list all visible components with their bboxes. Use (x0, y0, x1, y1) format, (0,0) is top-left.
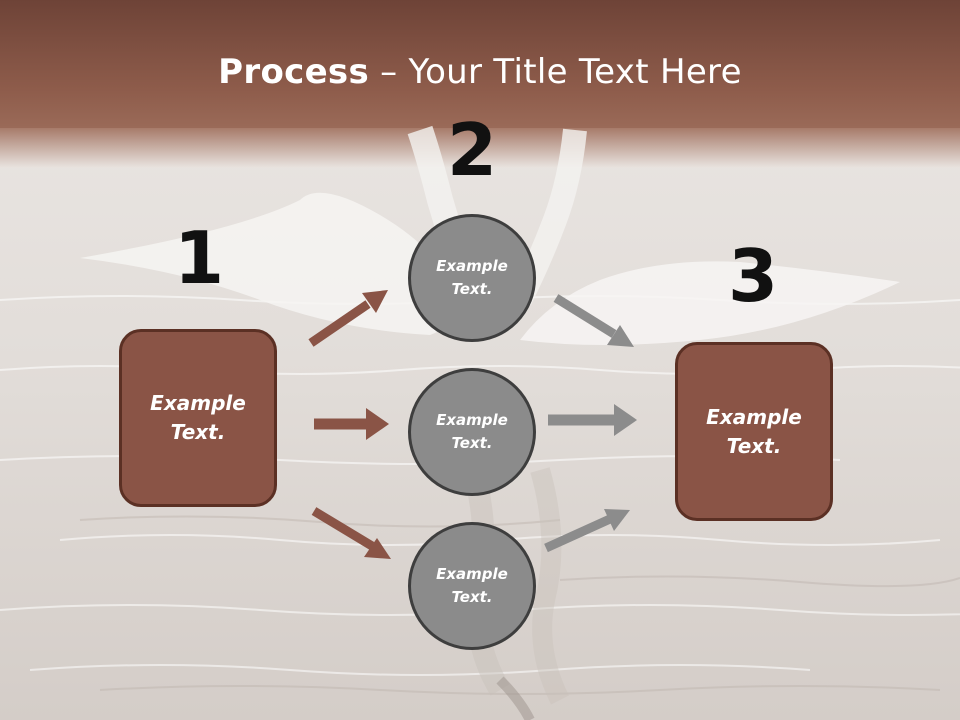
step-number-1: 1 (173, 216, 225, 300)
step-number-2: 2 (446, 108, 498, 192)
circle-top-line1: Example (436, 257, 508, 275)
circle-bottom-line2: Text. (451, 588, 493, 606)
circle-middle-line2: Text. (451, 434, 493, 452)
step-2-circle-middle[interactable]: Example Text. (408, 368, 536, 496)
arrow-1-to-middle (314, 408, 389, 440)
step-number-3: 3 (727, 234, 779, 318)
step-2-circle-top[interactable]: Example Text. (408, 214, 536, 342)
step-3-box[interactable]: Example Text. (675, 342, 833, 521)
title-bold: Process (218, 52, 370, 92)
step-3-label-line1: Example (706, 404, 802, 429)
step-1-box[interactable]: Example Text. (119, 329, 277, 507)
step-1-label-line1: Example (150, 391, 246, 415)
circle-top-line2: Text. (451, 280, 493, 298)
circle-middle-line1: Example (436, 411, 508, 429)
step-3-label-line2: Text. (726, 433, 782, 458)
circle-bottom-line1: Example (436, 565, 508, 583)
arrow-top-to-3 (553, 294, 634, 347)
arrow-bottom-to-3 (544, 509, 630, 553)
title-dash: – (369, 52, 409, 92)
arrow-1-to-top (308, 290, 388, 347)
arrow-1-to-bottom (311, 507, 391, 559)
arrow-middle-to-3 (548, 404, 637, 436)
step-1-label-line2: Text. (170, 420, 226, 444)
title-rest: Your Title Text Here (408, 52, 742, 92)
step-2-circle-bottom[interactable]: Example Text. (408, 522, 536, 650)
slide-title: Process – Your Title Text Here (0, 52, 960, 92)
